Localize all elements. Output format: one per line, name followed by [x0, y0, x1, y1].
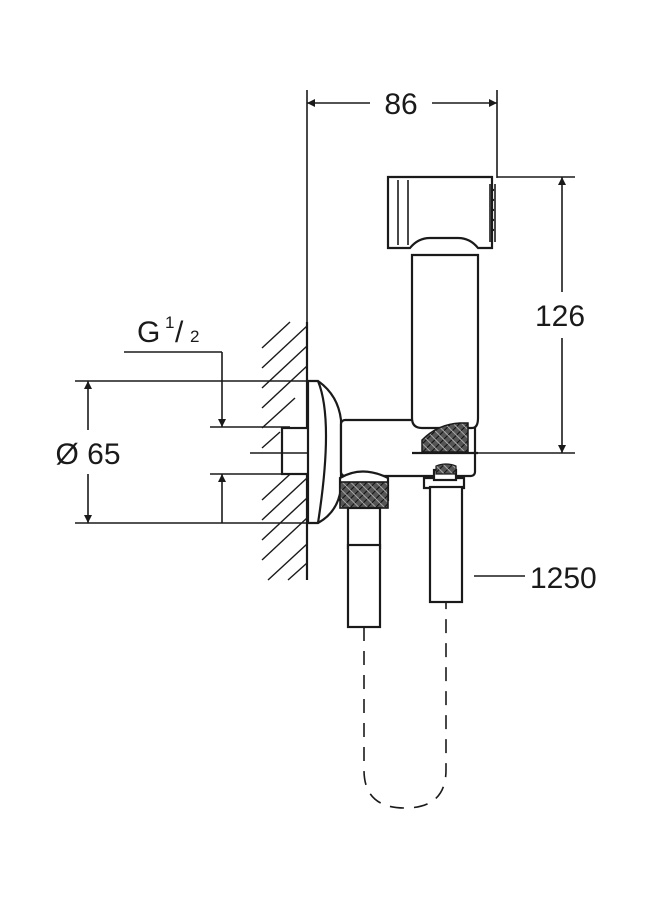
thread-slash: /	[175, 316, 184, 349]
diameter-dimension: Ø 65	[55, 380, 318, 524]
hose	[346, 485, 464, 809]
wall-elbow	[250, 379, 477, 525]
hand-spray	[386, 175, 496, 455]
thread-denominator: 2	[190, 327, 199, 346]
hose-connectors	[338, 463, 466, 550]
hose-length-dimension: 1250	[474, 562, 597, 595]
width-label: 86	[384, 88, 417, 121]
diameter-label: Ø 65	[55, 438, 120, 471]
height-dimension: 126	[475, 176, 585, 454]
thread-numerator: 1	[165, 313, 174, 332]
width-dimension: 86	[306, 88, 498, 322]
height-label: 126	[535, 300, 585, 333]
hose-length-label: 1250	[530, 562, 597, 595]
thread-dimension: G 1 / 2	[124, 313, 290, 523]
thread-prefix: G	[137, 316, 160, 349]
